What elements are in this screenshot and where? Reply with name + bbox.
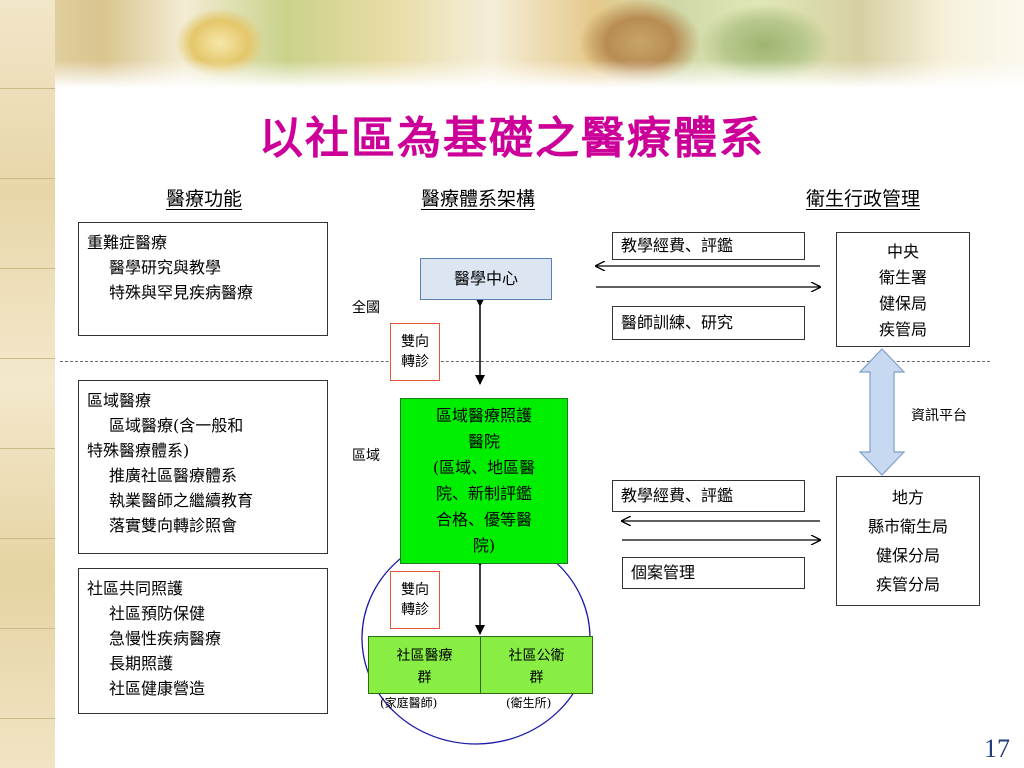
parchment-block: [0, 448, 55, 539]
function-box-community: 社區共同照護 社區預防保健 急慢性疾病醫療 長期照護 社區健康營造: [78, 568, 328, 714]
link-box-teaching-funds-top: 教學經費、評鑑: [612, 232, 805, 260]
link-box-case-management: 個案管理: [622, 557, 805, 589]
page-number: 17: [984, 734, 1010, 763]
referral-label: 雙向: [401, 334, 429, 350]
level-label-national: 全國: [352, 300, 380, 316]
admin-central-line: 衛生署: [878, 268, 927, 287]
admin-box-local: 地方 縣市衛生局 健保分局 疾管分局: [836, 476, 980, 606]
referral-label: 轉診: [401, 354, 429, 370]
function-item: 推廣社區醫療體系: [109, 466, 238, 485]
referral-label: 轉診: [401, 602, 429, 618]
function-item: 特殊醫療體系): [87, 441, 190, 460]
admin-local-line: 疾管分局: [875, 575, 940, 594]
community-medical-label: 社區醫療: [396, 648, 453, 664]
admin-local-line: 健保分局: [875, 546, 940, 565]
level-label-regional: 區域: [352, 448, 380, 464]
function-box-regional: 區域醫療 區域醫療(含一般和 特殊醫療體系) 推廣社區醫療體系 執業醫師之繼續教…: [78, 380, 328, 554]
function-item: 社區健康營造: [109, 679, 206, 698]
community-medical-label: 群: [417, 670, 432, 686]
referral-box-top: 雙向 轉診: [390, 323, 440, 381]
function-heading: 社區共同照護: [87, 579, 184, 598]
function-item: 落實雙向轉診照會: [109, 516, 238, 535]
left-parchment-strip: [0, 0, 55, 768]
referral-box-bottom: 雙向 轉診: [390, 571, 440, 629]
function-heading: 區域醫療: [87, 391, 152, 410]
community-health-group-box: 社區公衛 群: [480, 636, 593, 694]
column-header-function: 醫療功能: [166, 188, 243, 210]
parchment-block: [0, 358, 55, 449]
page-title: 以社區為基礎之醫療體系: [259, 113, 765, 164]
top-banner: [0, 0, 1024, 88]
level-separator-line: [60, 361, 990, 362]
regional-hospital-box: 區域醫療照護 醫院 (區域、地區醫 院、新制評鑑 合格、優等醫 院): [400, 398, 568, 564]
parchment-block: [0, 268, 55, 359]
function-item: 特殊與罕見疾病醫療: [109, 283, 254, 302]
parchment-block: [0, 178, 55, 269]
column-header-admin: 衛生行政管理: [806, 188, 921, 210]
admin-local-line: 地方: [891, 488, 924, 507]
regional-hospital-line: 院): [472, 536, 496, 555]
regional-hospital-line: (區域、地區醫: [432, 458, 536, 477]
function-item: 醫學研究與教學: [109, 258, 222, 277]
community-health-label: 社區公衛: [508, 648, 565, 664]
function-heading: 重難症醫療: [87, 233, 168, 252]
regional-hospital-line: 醫院: [467, 432, 500, 451]
function-box-critical: 重難症醫療 醫學研究與教學 特殊與罕見疾病醫療: [78, 222, 328, 336]
referral-label: 雙向: [401, 582, 429, 598]
function-item: 社區預防保健: [109, 604, 206, 623]
medical-center-box: 醫學中心: [420, 258, 552, 300]
function-item: 長期照護: [109, 654, 174, 673]
admin-box-central: 中央 衛生署 健保局 疾管局: [836, 232, 970, 347]
function-item: 區域醫療(含一般和: [109, 416, 244, 435]
banner-fade: [0, 60, 1024, 88]
regional-hospital-line: 區域醫療照護: [435, 406, 532, 425]
parchment-block: [0, 628, 55, 719]
parchment-block: [0, 538, 55, 629]
function-item: 執業醫師之繼續教育: [109, 491, 254, 510]
admin-central-line: 中央: [886, 242, 919, 261]
parchment-block: [0, 0, 55, 89]
regional-hospital-line: 合格、優等醫: [435, 510, 532, 529]
parchment-block: [0, 88, 55, 179]
column-header-structure: 醫療體系架構: [421, 188, 536, 210]
admin-central-line: 疾管局: [878, 320, 927, 339]
link-box-training-research: 醫師訓練、研究: [612, 306, 805, 340]
community-health-label: 群: [529, 670, 544, 686]
community-health-note: (衛生所): [506, 696, 552, 710]
community-medical-group-box: 社區醫療 群: [368, 636, 481, 694]
admin-local-line: 縣市衛生局: [867, 517, 948, 536]
community-medical-note: (家庭醫師): [380, 696, 438, 710]
function-item: 急慢性疾病醫療: [109, 629, 222, 648]
admin-central-line: 健保局: [878, 294, 927, 313]
regional-hospital-line: 院、新制評鑑: [435, 484, 532, 503]
info-platform-arrow: [858, 348, 906, 476]
info-platform-label: 資訊平台: [911, 408, 967, 424]
link-box-teaching-funds-bottom: 教學經費、評鑑: [612, 480, 805, 512]
